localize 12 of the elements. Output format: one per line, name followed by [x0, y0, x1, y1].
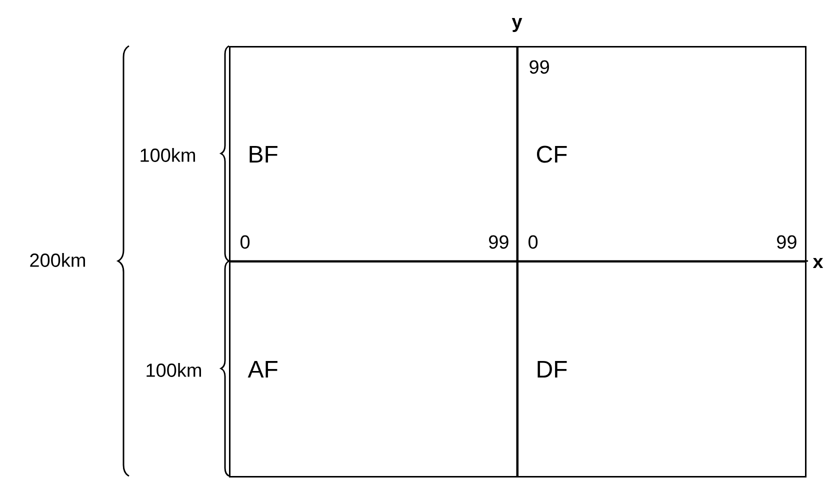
dimension-label: 200km: [30, 253, 85, 267]
tick-label: 0: [528, 235, 538, 249]
tick-label: 99: [530, 60, 549, 74]
axis-label: x: [812, 258, 824, 268]
axis-label: y: [512, 18, 522, 32]
tick-label: 99: [777, 235, 796, 249]
dimension-label: 100km: [140, 148, 195, 162]
quadrant-box: DF: [517, 261, 806, 478]
tick-label: 99: [489, 235, 508, 249]
tick-label: 0: [240, 235, 250, 249]
dimension-label: 100km: [146, 363, 201, 377]
quadrant-box: AF: [229, 261, 518, 478]
